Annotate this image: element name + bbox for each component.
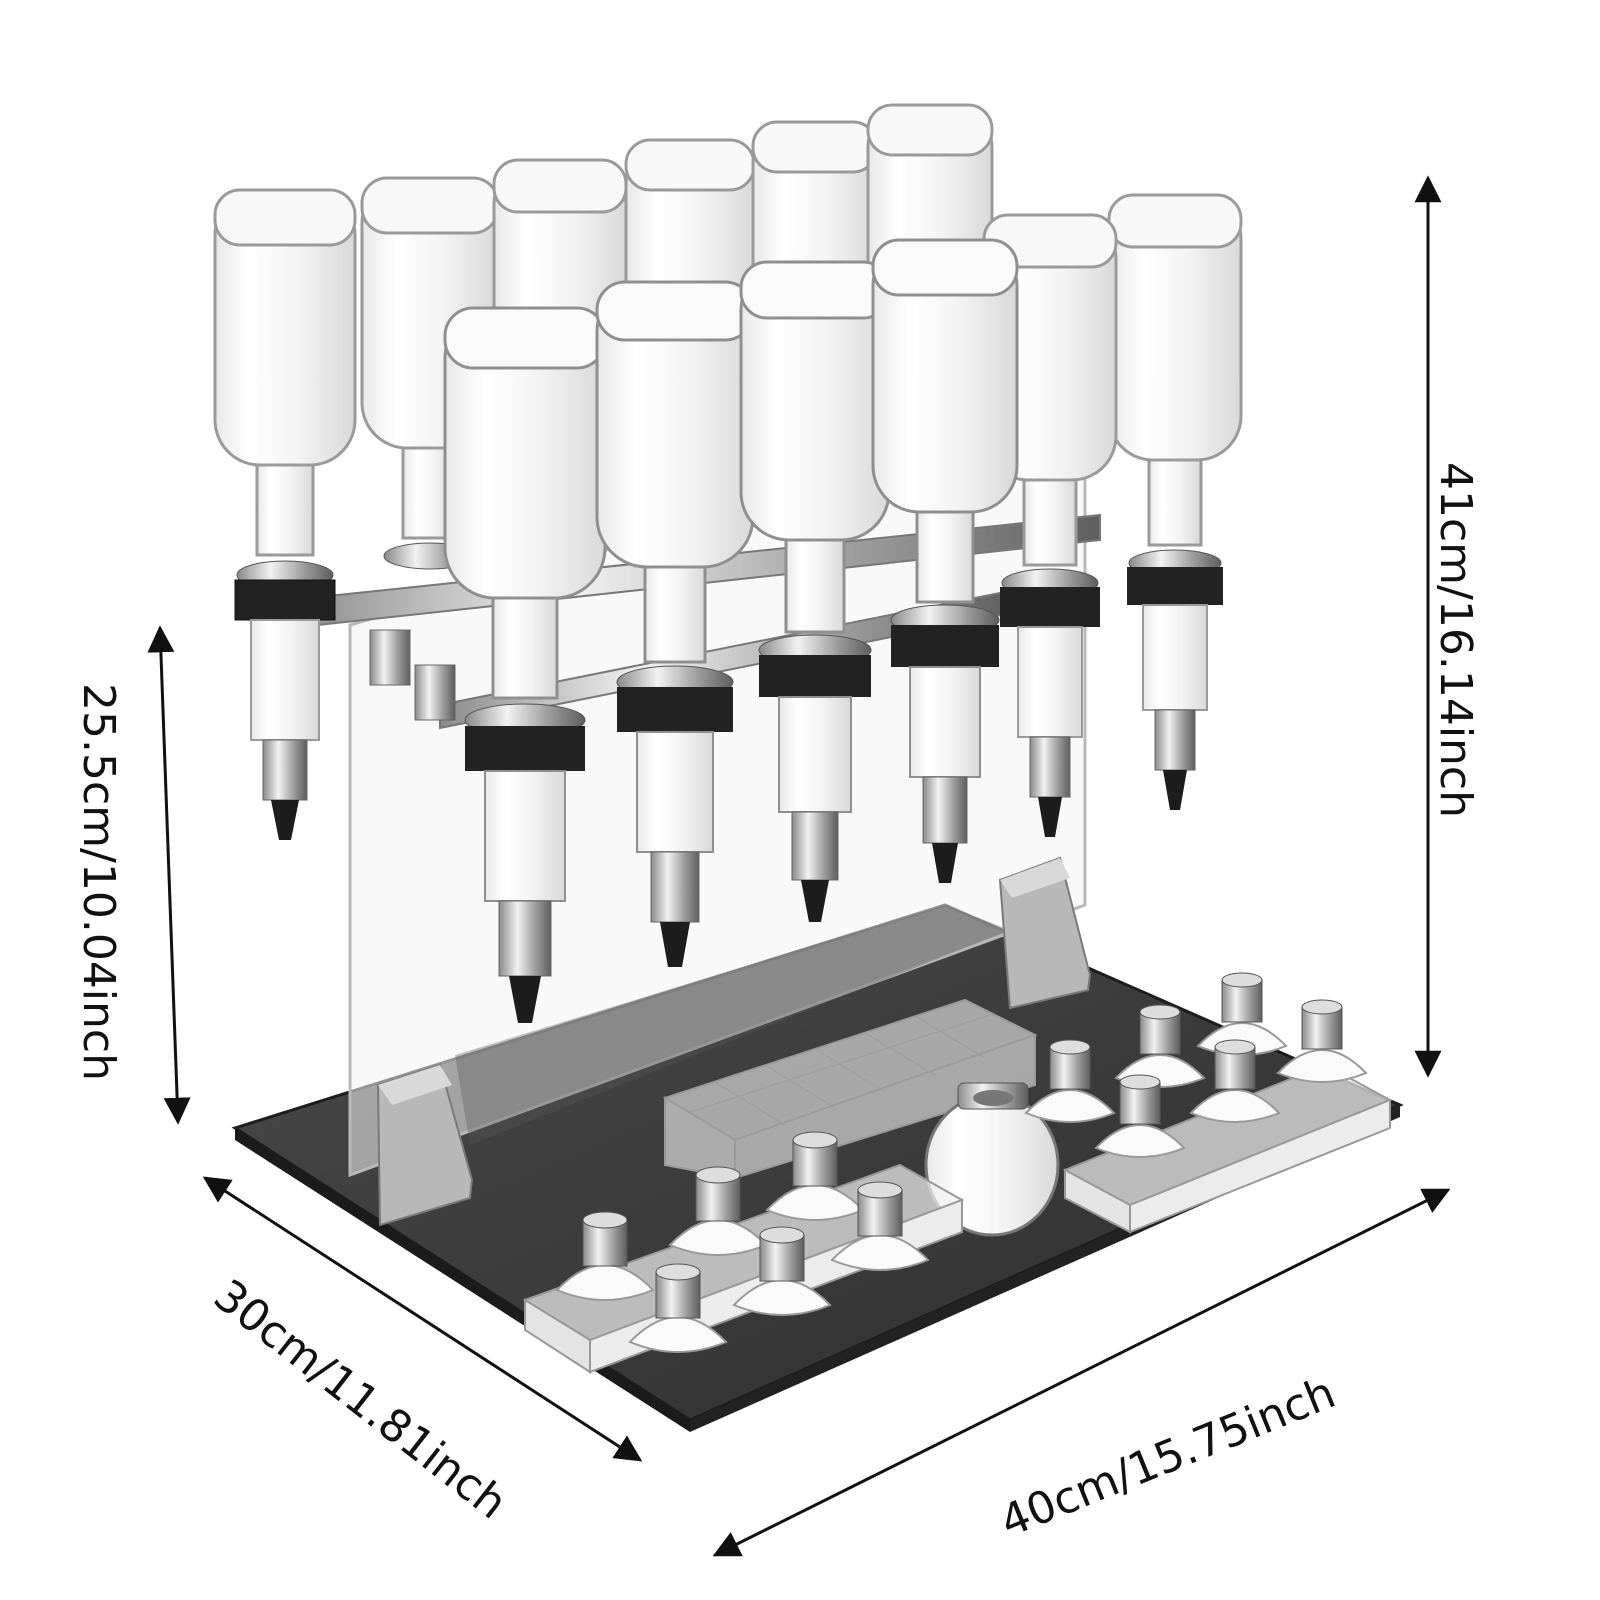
width-arrow xyxy=(712,1188,1451,1557)
pourer-stopper xyxy=(1189,1039,1281,1123)
pourer-stopper xyxy=(1276,999,1368,1083)
support-foot-right xyxy=(998,856,1092,1010)
bottle xyxy=(871,238,1019,883)
front-row-bottles xyxy=(443,238,1019,1023)
bottle xyxy=(443,306,607,1023)
dimension-arrows xyxy=(147,175,1451,1557)
pourer-stopper xyxy=(628,1263,728,1353)
rack-height-label: 25.5cm/10.04inch xyxy=(73,683,124,1081)
bottle xyxy=(1107,193,1243,810)
pourer-stopper xyxy=(1024,1039,1116,1123)
total-height-label: 41cm/16.14inch xyxy=(1430,461,1481,819)
bottle xyxy=(213,188,357,840)
pourer-stopper xyxy=(1094,1074,1186,1158)
pourer-stopper xyxy=(1196,972,1288,1056)
depth-arrow xyxy=(202,1176,643,1462)
bottle xyxy=(739,260,891,922)
height-rack-arrow xyxy=(147,625,191,1125)
